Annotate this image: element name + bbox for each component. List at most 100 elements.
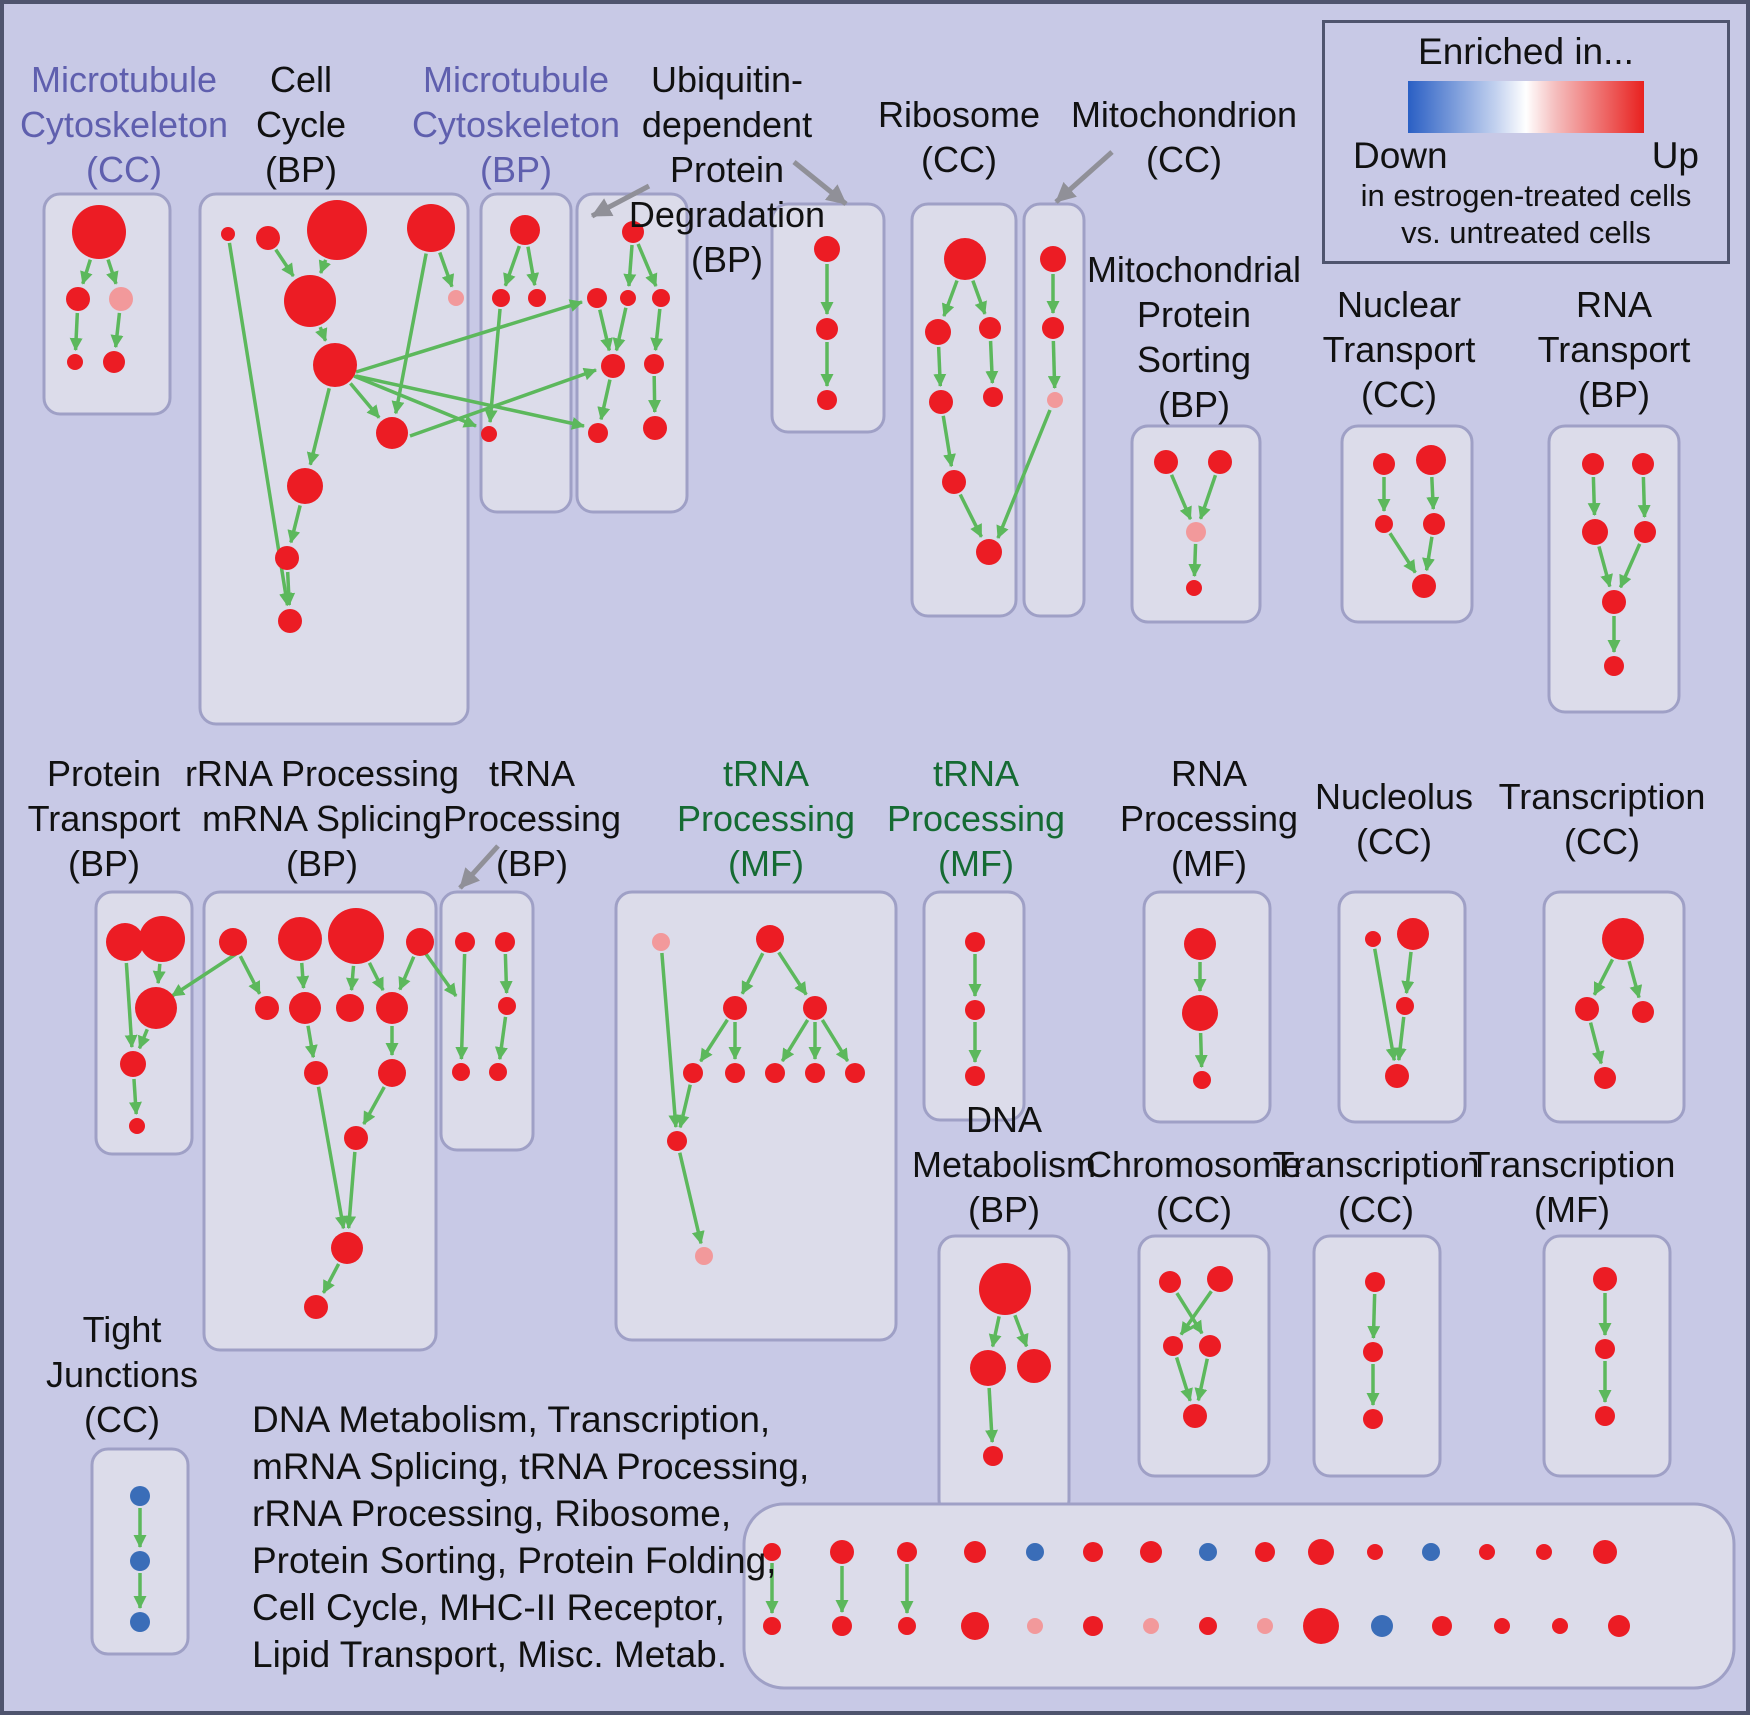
go-term-node — [67, 354, 83, 370]
go-term-node — [1494, 1618, 1510, 1634]
go-term-node — [275, 546, 299, 570]
edge-arrow — [124, 962, 138, 1049]
edge-arrow — [80, 259, 93, 285]
go-term-node — [344, 1126, 368, 1150]
edge-arrow — [612, 307, 628, 352]
go-term-node — [66, 287, 90, 311]
edge-arrow — [660, 952, 682, 1129]
edge-arrow — [1627, 960, 1643, 999]
go-term-node — [498, 997, 516, 1015]
edge-arrow — [1175, 1292, 1204, 1335]
edge-arrow — [636, 243, 658, 287]
go-term-node — [830, 1540, 854, 1564]
go-term-node — [130, 1551, 150, 1571]
go-term-node — [1634, 521, 1656, 543]
edge-arrow — [438, 251, 455, 288]
go-term-node — [1371, 1615, 1393, 1637]
edge-arrow — [597, 379, 612, 421]
legend: Enriched in... Down Up in estrogen-treat… — [1322, 20, 1730, 264]
edge-arrow — [678, 1152, 705, 1245]
go-term-node — [495, 932, 515, 952]
go-term-node — [763, 1617, 781, 1635]
go-term-node — [489, 1063, 507, 1081]
go-term-node — [643, 416, 667, 440]
go-term-node — [331, 1232, 363, 1264]
go-term-node — [1397, 918, 1429, 950]
edge-arrow — [971, 280, 987, 315]
go-term-node — [219, 928, 247, 956]
cross-cluster-edge-arrow — [996, 409, 1052, 539]
edge-arrow — [1401, 951, 1415, 995]
go-term-node — [1373, 453, 1395, 475]
go-term-node — [304, 1061, 328, 1085]
cluster-box-chromosome-cc — [1137, 1234, 1271, 1478]
go-term-node — [620, 290, 636, 306]
go-term-node — [1303, 1608, 1339, 1644]
go-term-node — [255, 996, 279, 1020]
edge-arrow — [274, 248, 295, 278]
edge-arrow — [106, 259, 119, 285]
go-term-node — [1257, 1618, 1273, 1634]
edge-arrow — [1426, 476, 1440, 511]
go-term-node — [983, 1446, 1003, 1466]
go-term-node — [1412, 574, 1436, 598]
go-term-node — [106, 923, 144, 961]
go-term-node — [1363, 1342, 1383, 1362]
edge-arrow — [503, 245, 521, 287]
edge-arrow — [306, 387, 331, 466]
go-term-node — [307, 200, 367, 260]
edge-arrow — [1597, 546, 1613, 588]
go-term-node — [965, 1000, 985, 1020]
edge-arrow — [304, 1025, 318, 1059]
edge-arrow — [985, 1387, 999, 1444]
legend-gradient-bar — [1408, 81, 1644, 133]
go-term-node — [929, 390, 953, 414]
go-term-node — [1026, 1543, 1044, 1561]
edge-arrow — [455, 953, 469, 1061]
edge-arrow — [1588, 1022, 1605, 1065]
edge-arrow — [598, 309, 613, 352]
edge-arrow — [494, 1016, 508, 1061]
go-term-node — [1163, 1336, 1183, 1356]
edge-arrow — [1618, 543, 1642, 589]
go-term-node — [725, 1063, 745, 1083]
cluster-label-transcription-cc-lower: Transcription(CC) — [1273, 1144, 1480, 1230]
annotation-line: Lipid Transport, Misc. Metab. — [252, 1634, 728, 1675]
go-term-node — [1595, 1406, 1615, 1426]
go-term-node — [510, 215, 540, 245]
annotation-line: mRNA Splicing, tRNA Processing, — [252, 1446, 810, 1487]
go-term-node — [139, 916, 185, 962]
edge-arrow — [238, 955, 262, 995]
cluster-box-trna-processing-mf-large — [614, 890, 898, 1342]
go-term-node — [1363, 1409, 1383, 1429]
go-term-node — [336, 994, 364, 1022]
edge-arrow — [398, 956, 416, 991]
go-term-node — [979, 1263, 1031, 1315]
go-term-node — [376, 992, 408, 1024]
go-term-node — [667, 1131, 687, 1151]
edge-arrow — [1422, 536, 1435, 572]
edge-arrow — [1179, 1290, 1213, 1336]
edge-arrow — [623, 244, 637, 288]
cluster-box-nuclear-transport-cc — [1340, 424, 1474, 624]
go-term-node — [683, 1063, 703, 1083]
go-term-node — [805, 1063, 825, 1083]
go-term-node — [1479, 1544, 1495, 1560]
edge-arrow — [315, 326, 328, 342]
edge-arrow — [1592, 958, 1615, 996]
label-pointer-arrow — [792, 160, 848, 206]
edge-arrow — [128, 1078, 142, 1116]
cluster-label-chromosome-cc: Chromosome(CC) — [1086, 1144, 1302, 1230]
go-term-node — [1199, 1617, 1217, 1635]
annotation-line: rRNA Processing, Ribosome, — [252, 1493, 732, 1534]
go-term-node — [652, 289, 670, 307]
go-term-node — [1593, 1540, 1617, 1564]
go-term-node — [103, 351, 125, 373]
cross-cluster-edge-arrow — [171, 952, 237, 998]
